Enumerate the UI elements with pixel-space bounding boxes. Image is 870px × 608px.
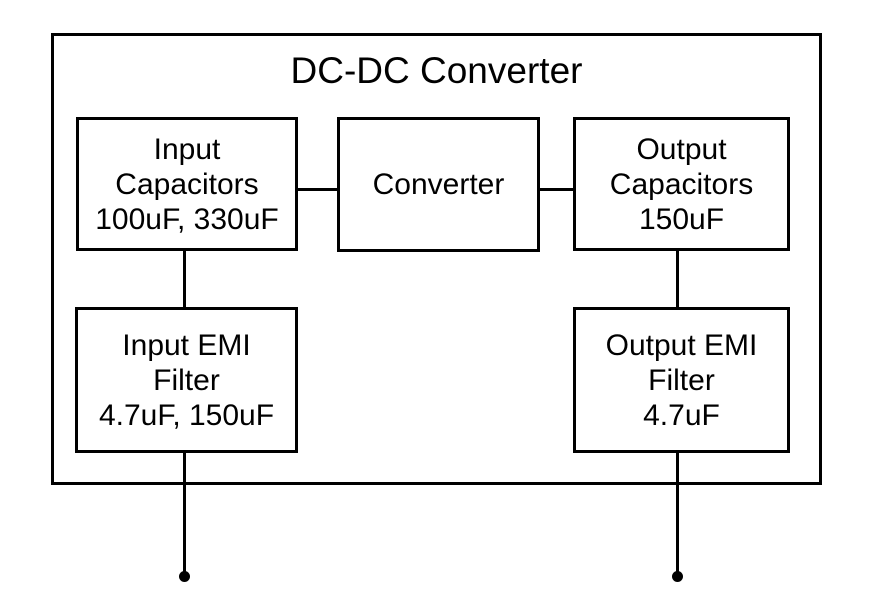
connector-input-capacitors-input-emi-filter (183, 248, 186, 310)
input-terminal-dot (179, 571, 190, 582)
output-terminal-line (676, 449, 679, 577)
connector-input-capacitors-converter (295, 188, 340, 191)
block-input-emi-filter: Input EMI Filter 4.7uF, 150uF (75, 307, 298, 453)
block-output-emi-filter: Output EMI Filter 4.7uF (573, 307, 790, 453)
input-terminal-line (183, 449, 186, 577)
block-input-capacitors: Input Capacitors 100uF, 330uF (76, 117, 298, 251)
connector-converter-output-capacitors (537, 188, 576, 191)
block-output-capacitors: Output Capacitors 150uF (573, 117, 790, 251)
block-converter: Converter (337, 117, 540, 252)
connector-output-capacitors-output-emi-filter (676, 248, 679, 310)
output-terminal-dot (672, 571, 683, 582)
diagram-title: DC-DC Converter (290, 50, 583, 91)
